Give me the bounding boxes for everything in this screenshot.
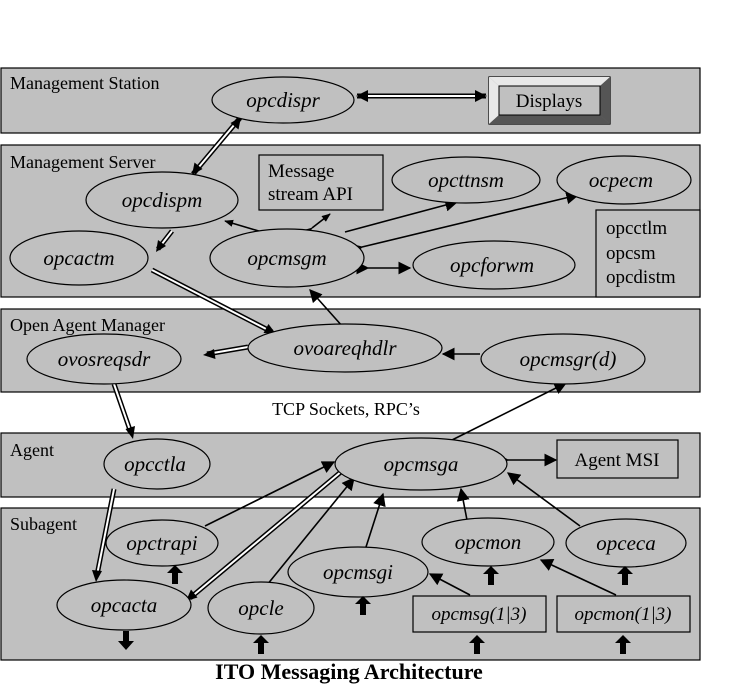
input-arrow-icon [617,566,633,585]
agent-msi-box: Agent MSI [556,439,679,479]
svg-text:opctrapi: opctrapi [126,531,197,555]
message-stream-api-box: Message stream API [258,154,384,211]
input-arrow-icon [469,635,485,654]
link-opcmsgi-opcmsga [365,492,386,548]
svg-text:opcttnsm: opcttnsm [428,168,504,192]
link-opcmsg13-opcmsgi [428,573,471,596]
process-ovoareqhdlr: ovoareqhdlr [247,323,443,373]
link-opcmsgm-opcdispm [224,219,263,233]
opcmsg13-label: opcmsg(1|3) [432,604,527,625]
process-opcacta: opcacta [56,579,192,631]
process-opcforwm: opcforwm [412,240,576,290]
displays-label: Displays [516,91,583,112]
process-opcmsga: opcmsga [334,437,508,491]
process-opcmsgi: opcmsgi [287,546,429,598]
process-opceca: opceca [565,518,687,568]
link-opcmon13-opcmon [539,559,617,596]
opcmon13-box: opcmon(1|3) [556,595,691,633]
server-list-item: opcdistm [606,267,676,288]
svg-text:opcforwm: opcforwm [450,253,534,277]
process-opcmsgr: opcmsgr(d) [480,333,646,385]
svg-text:opcmsgm: opcmsgm [247,246,326,270]
process-opcctla: opcctla [103,438,211,490]
process-opcle: opcle [207,581,315,635]
opcmon13-label: opcmon(1|3) [574,604,671,625]
svg-text:opcctla: opcctla [124,452,186,476]
svg-text:ovosreqsdr: ovosreqsdr [58,347,151,371]
process-opcttnsm: opcttnsm [391,156,541,204]
link-opcmon-opcmsga [456,487,470,521]
layer-label-management-server: Management Server [10,152,155,172]
msg-api-line1: Message [268,161,334,182]
layer-label-management-station: Management Station [10,73,159,93]
process-ocpecm: ocpecm [556,155,692,205]
input-arrow-icon [355,596,371,615]
svg-text:opcmon: opcmon [455,530,522,554]
link-opcmsgm-msgapi [303,213,331,236]
server-list-item: opcctlm [606,218,667,239]
network-label: TCP Sockets, RPC’s [272,399,420,419]
process-opctrapi: opctrapi [105,519,219,567]
input-arrow-icon [253,635,269,654]
displays-box: Displays [488,76,611,125]
svg-text:ovoareqhdlr: ovoareqhdlr [293,336,397,360]
layer-label-open-agent-manager: Open Agent Manager [10,315,165,335]
block-arrows [118,565,633,654]
process-opcmsgm: opcmsgm [209,228,365,288]
svg-text:opcacta: opcacta [91,593,157,617]
layer-label-subagent: Subagent [10,514,77,534]
layer-label-agent: Agent [10,440,54,460]
svg-text:ocpecm: ocpecm [589,168,653,192]
link-opcmsgm-ocpecm [349,191,580,257]
link-opcmsga-opcmsgr [451,382,568,441]
link-opctrapi-opcmsga [204,461,336,527]
link-ovoareqhdlr-opcmsgm [309,289,344,328]
process-opcactm: opcactm [9,230,149,286]
server-process-list-box: opcctlm opcsm opcdistm [595,209,701,298]
svg-text:opcle: opcle [238,596,283,620]
svg-text:opcmsgr(d): opcmsgr(d) [520,347,617,371]
msg-api-line2: stream API [268,184,353,205]
svg-text:opcactm: opcactm [43,246,114,270]
input-arrow-icon [615,635,631,654]
process-ovosreqsdr: ovosreqsdr [26,333,182,385]
process-opcmon: opcmon [421,517,555,567]
input-arrow-icon [483,566,499,585]
input-arrow-icon [167,565,183,584]
agent-msi-label: Agent MSI [575,450,660,471]
svg-text:opcdispr: opcdispr [246,88,320,112]
output-arrow-icon [118,631,134,650]
link-opcle-opcmsga [257,476,355,597]
process-opcdispr: opcdispr [211,76,355,124]
opcmsg13-box: opcmsg(1|3) [412,595,547,633]
svg-text:opcmsga: opcmsga [384,452,459,476]
diagram-caption: ITO Messaging Architecture [215,659,483,684]
svg-text:opcdispm: opcdispm [122,188,203,212]
server-list-item: opcsm [606,243,656,264]
svg-text:opcmsgi: opcmsgi [323,560,393,584]
link-opceca-opcmsga [506,472,581,527]
svg-text:opceca: opceca [596,531,655,555]
process-opcdispm: opcdispm [85,171,239,229]
